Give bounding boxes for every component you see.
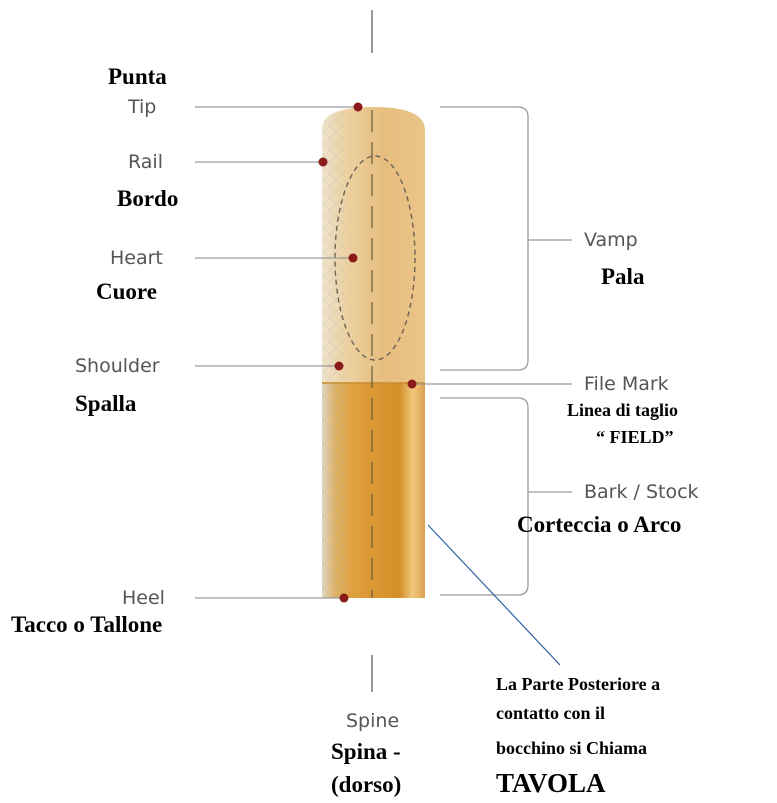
file-mark-dot <box>407 379 417 389</box>
shoulder-dot <box>334 361 344 371</box>
heel-label-it: Tacco o Tallone <box>11 612 162 637</box>
heart-ellipse <box>334 155 416 361</box>
spine-label-it-1: Spina - <box>331 739 401 764</box>
note-line-2: contatto con il <box>496 703 605 723</box>
reed-texture <box>322 109 348 598</box>
spine-label: Spine <box>346 710 399 732</box>
vamp-label-it: Pala <box>601 264 645 289</box>
bark-label-it: Corteccia o Arco <box>517 512 681 537</box>
heart-label-it: Cuore <box>96 279 157 304</box>
heel-label: Heel <box>122 587 165 609</box>
vamp-bracket <box>440 106 529 371</box>
note-line-4: TAVOLA <box>496 768 606 798</box>
heart-label: Heart <box>110 247 163 269</box>
rail-label-it: Bordo <box>117 186 178 211</box>
tip-dot <box>353 102 363 112</box>
bark-bracket <box>440 397 529 596</box>
shoulder-label-it: Spalla <box>75 391 137 416</box>
tip-label: Tip <box>127 96 156 118</box>
note-line-3: bocchino si Chiama <box>496 738 647 758</box>
shoulder-label: Shoulder <box>75 355 160 377</box>
bark-label: Bark / Stock <box>584 481 699 503</box>
rail-label: Rail <box>128 151 163 173</box>
vamp-label: Vamp <box>584 229 638 251</box>
file-mark-label-it-2: “ FIELD” <box>596 427 674 447</box>
heart-dot <box>348 253 358 263</box>
note-line-1: La Parte Posteriore a <box>496 674 660 694</box>
reed-vamp <box>322 107 425 383</box>
file-mark-label-it-1: Linea di taglio <box>567 400 678 420</box>
spine-label-it-2: (dorso) <box>331 772 401 797</box>
tavola-pointer <box>427 524 561 666</box>
heel-dot <box>339 593 349 603</box>
tip-label-it: Punta <box>108 64 167 89</box>
file-mark-label: File Mark <box>584 373 669 395</box>
rail-dot <box>318 157 328 167</box>
